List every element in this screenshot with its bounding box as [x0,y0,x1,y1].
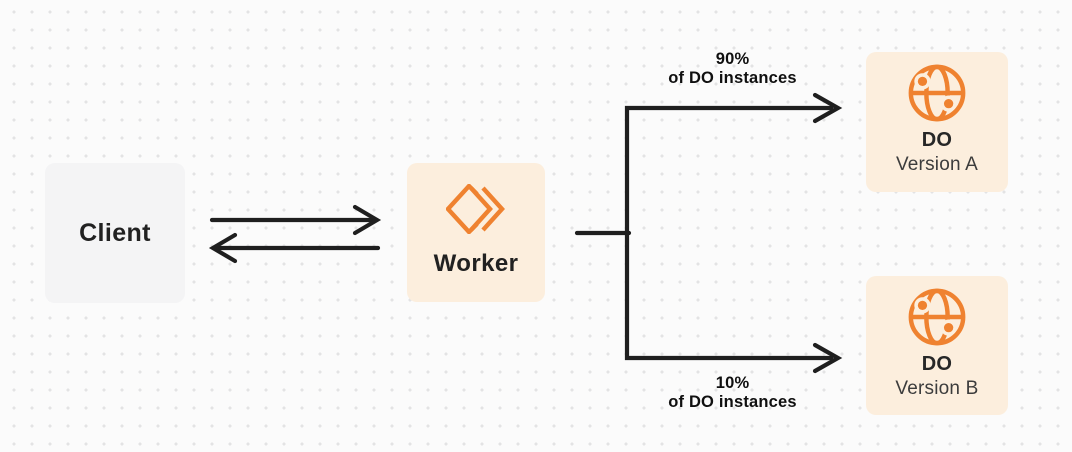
client-node: Client [45,163,185,303]
top-branch-caption: of DO instances [668,69,797,87]
globe-icon [908,64,966,122]
worker-label: Worker [433,250,519,277]
do-b-title: DO [921,353,953,375]
client-label: Client [79,218,151,247]
do-version-b-node: DO Version B [866,276,1008,415]
workers-logo-icon [446,184,505,234]
worker-node: Worker [407,163,545,302]
do-b-subtitle: Version B [895,378,979,399]
do-a-title: DO [921,129,953,151]
do-version-a-node: DO Version A [866,52,1008,192]
bottom-branch-label: 10% of DO instances [627,374,838,412]
branch-split-arrows [624,92,843,374]
worker-to-client-arrow [208,232,381,264]
client-to-worker-arrow [209,204,382,236]
top-branch-label: 90% of DO instances [627,50,838,88]
globe-icon [908,288,966,346]
do-a-subtitle: Version A [895,154,979,175]
bottom-branch-caption: of DO instances [668,393,797,411]
bottom-branch-percent: 10% [715,374,750,392]
top-branch-percent: 90% [715,50,750,68]
